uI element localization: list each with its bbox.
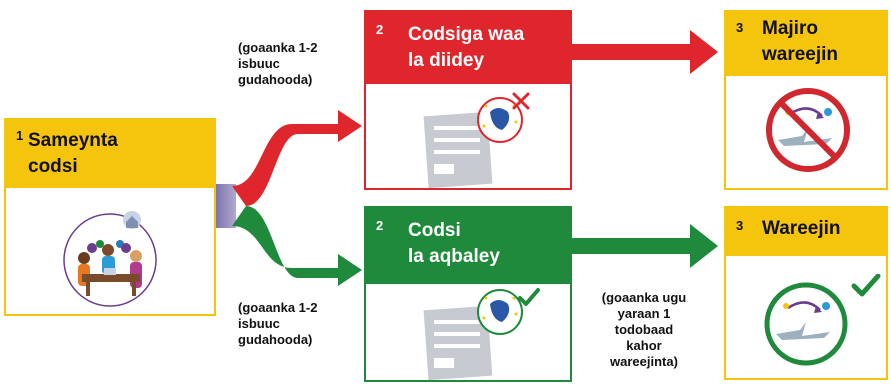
transfer-time-note: (goaanka ugu yaraan 1 todobaad kahor war… (601, 290, 687, 369)
step-number: 3 (736, 20, 744, 35)
decision-time-note-bottom: (goaanka 1-2 isbuuc gudahooda) (238, 300, 318, 347)
step-header: 1 Sameynta codsi (6, 120, 214, 188)
step-application-rejected-card: 2 Codsiga waa la diidey (364, 10, 572, 190)
people-at-table-illustration (63, 211, 157, 307)
arrow-to-rejected (232, 110, 362, 206)
step-title: Majiro wareejin (762, 18, 839, 65)
decision-time-note-top: (goaanka 1-2 isbuuc gudahooda) (238, 40, 318, 87)
step-header: 3 Wareejin (726, 208, 886, 256)
flight-transfer-icon (764, 274, 881, 366)
step-number: 3 (736, 218, 744, 233)
step-title: Sameynta codsi (28, 130, 118, 177)
step-submit-application-card: 1 Sameynta codsi (4, 118, 216, 316)
step-no-transfer-card: 3 Majiro wareejin (724, 10, 888, 190)
step-header: 2 Codsiga waa la diidey (366, 12, 570, 84)
step-title: Wareejin (762, 218, 841, 239)
no-flight-icon (766, 88, 850, 172)
rejected-document-eu-stamp (423, 92, 530, 188)
step-header: 3 Majiro wareejin (726, 12, 886, 76)
step-number: 2 (376, 218, 384, 233)
step-number: 2 (376, 22, 384, 37)
split-connector (214, 184, 236, 228)
arrow-to-transfer (572, 224, 718, 268)
step-title: Codsi la aqbaley (408, 220, 500, 267)
step-number: 1 (16, 128, 24, 143)
step-transfer-card: 3 Wareejin (724, 206, 888, 380)
step-header: 2 Codsi la aqbaley (366, 208, 570, 284)
arrow-to-no-transfer (572, 30, 718, 74)
step-title: Codsiga waa la diidey (408, 24, 525, 71)
arrow-to-accepted (232, 206, 362, 286)
step-application-accepted-card: 2 Codsi la aqbaley (364, 206, 572, 382)
accepted-document-eu-stamp (423, 288, 540, 380)
